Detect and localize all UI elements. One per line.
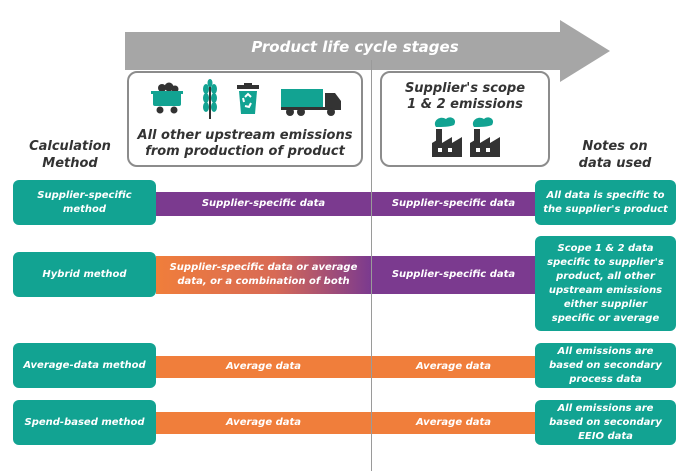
method-hybrid: Hybrid method <box>13 252 156 297</box>
supplier-bar-spend-based: Average data <box>372 412 535 434</box>
notes-header-line1: Notes on <box>582 139 648 154</box>
supplier-bar-hybrid: Supplier-specific data <box>372 256 535 294</box>
recycle-bin-icon <box>237 83 259 114</box>
upstream-bar-supplier-specific: Supplier-specific data <box>156 192 371 216</box>
notes-hybrid: Scope 1 & 2 data specific to supplier's … <box>535 236 676 331</box>
upstream-emissions-box: All other upstream emissions from produc… <box>127 71 363 167</box>
factory-icon <box>470 117 500 157</box>
scope-divider-line <box>371 60 372 471</box>
upstream-bar-hybrid: Supplier-specific data or average data, … <box>156 256 371 294</box>
supplier-box-title-line1: Supplier's scope <box>404 81 526 96</box>
upstream-bar-average-data: Average data <box>156 356 371 378</box>
calculation-method-header-line1: Calculation <box>29 139 111 154</box>
supplier-bar-average-data: Average data <box>372 356 535 378</box>
lifecycle-arrow <box>125 20 610 82</box>
method-average-data: Average-data method <box>13 343 156 388</box>
truck-icon <box>281 89 341 116</box>
upstream-caption-line1: All other upstream emissions <box>137 128 353 143</box>
notes-header-line2: data used <box>578 156 652 171</box>
wheat-icon <box>203 79 217 119</box>
upstream-bar-spend-based: Average data <box>156 412 371 434</box>
notes-spend-based: All emissions are based on secondary EEI… <box>535 400 676 445</box>
factory-icon <box>432 117 462 157</box>
mine-cart-icon <box>151 82 183 114</box>
notes-supplier-specific: All data is specific to the supplier's p… <box>535 180 676 225</box>
calculation-method-header-line2: Method <box>42 156 98 171</box>
method-spend-based: Spend-based method <box>13 400 156 445</box>
supplier-box-title-line2: 1 & 2 emissions <box>407 97 523 112</box>
supplier-bar-supplier-specific: Supplier-specific data <box>372 192 535 216</box>
upstream-caption-line2: from production of product <box>145 144 345 159</box>
method-supplier-specific: Supplier-specific method <box>13 180 156 225</box>
supplier-scope-box: Supplier's scope 1 & 2 emissions <box>380 71 550 167</box>
notes-average-data: All emissions are based on secondary pro… <box>535 343 676 388</box>
lifecycle-arrow-label: Product life cycle stages <box>251 38 459 56</box>
